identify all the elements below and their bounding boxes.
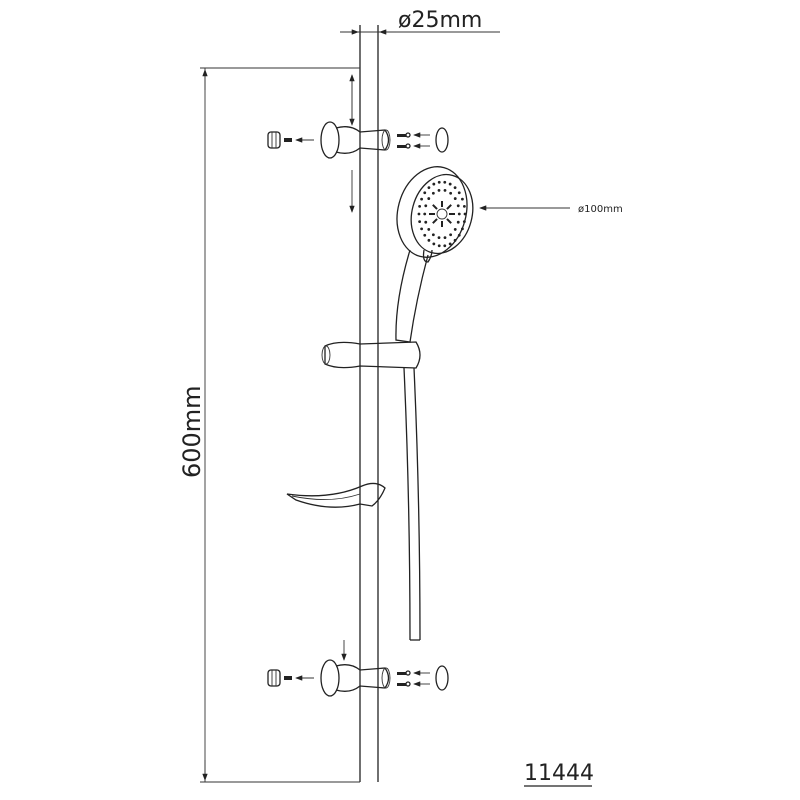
cover-ring-icon [435, 665, 449, 691]
rail-length-dimension: 600mm [178, 67, 360, 783]
head-diameter-label: ø100mm [578, 204, 623, 215]
rail-diameter-dimension: ø25mm [340, 8, 500, 35]
head-diameter-dimension: ø100mm [479, 204, 623, 215]
model-number-label: 11444 [524, 761, 594, 786]
model-number: 11444 [524, 761, 594, 787]
soap-dish [286, 482, 386, 508]
screw-set-icon [267, 669, 314, 687]
shower-hose [403, 367, 421, 641]
rail-length-label: 600mm [178, 385, 206, 478]
screws-icon [397, 670, 430, 687]
screw-set-icon [267, 131, 314, 149]
hand-shower [395, 166, 474, 343]
rail-diameter-label: ø25mm [398, 8, 482, 33]
cover-ring-icon [435, 127, 449, 153]
height-slider [321, 341, 421, 369]
top-wall-bracket [267, 74, 449, 213]
slide-rail [359, 25, 379, 782]
screws-icon [397, 132, 430, 149]
spray-pattern-icon [417, 180, 467, 248]
bottom-wall-bracket [267, 640, 449, 697]
